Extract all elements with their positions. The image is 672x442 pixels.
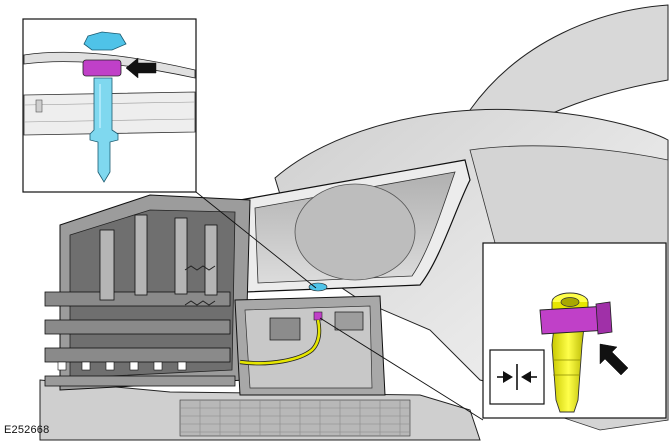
detail-inset-clip-removal xyxy=(22,18,197,193)
grille-shutters xyxy=(44,291,236,387)
detail-inset-clip-compress xyxy=(482,242,667,419)
clip-retainer xyxy=(82,59,122,77)
compress-symbol-icon xyxy=(489,349,545,405)
arrow-left-icon xyxy=(125,57,157,79)
front-end-carrier xyxy=(44,194,251,391)
clip-shaft xyxy=(89,77,119,183)
clip-head xyxy=(83,31,127,51)
headlamp-bay xyxy=(234,282,386,396)
lower-grille-mesh xyxy=(179,399,411,437)
leader-line-bottom xyxy=(319,317,484,421)
figure-reference-code: E252668 xyxy=(4,424,50,436)
arrow-up-left-icon xyxy=(599,343,629,376)
leader-line-top xyxy=(195,191,317,289)
clip-head-location xyxy=(308,282,328,292)
wire-harness xyxy=(239,319,321,365)
